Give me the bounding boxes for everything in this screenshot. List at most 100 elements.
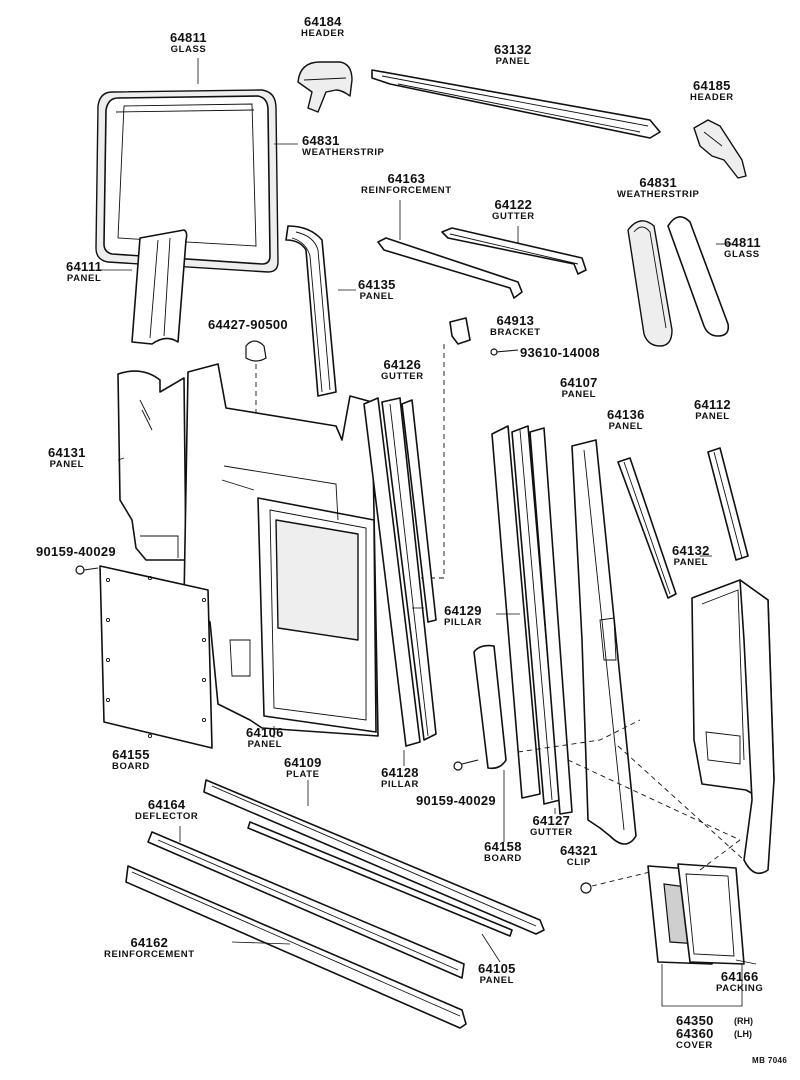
drawing-reference-code: MB 7046 — [752, 1056, 788, 1065]
label-90159-40029-left: 90159-40029 — [36, 545, 116, 558]
part-number: 64111 — [66, 259, 103, 274]
label-64158-board: 64158 BOARD — [484, 840, 522, 864]
part-name: GUTTER — [530, 827, 573, 838]
part-name: REINFORCEMENT — [104, 949, 195, 960]
label-64122-gutter: 64122 GUTTER — [492, 198, 535, 222]
part-number: 64163 — [387, 171, 426, 186]
part-name: PILLAR — [444, 617, 482, 628]
part-number: 64112 — [694, 397, 731, 412]
part-number: 93610-14008 — [520, 345, 600, 360]
label-64321-clip: 64321 CLIP — [560, 844, 598, 868]
label-64106-panel: 64106 PANEL — [246, 726, 284, 750]
part-number: 64811 — [170, 30, 207, 45]
label-64112-panel: 64112 PANEL — [694, 398, 731, 422]
label-64131-panel: 64131 PANEL — [48, 446, 86, 470]
part-name: CLIP — [566, 857, 591, 868]
part-name: HEADER — [690, 92, 734, 103]
part-number: 64105 — [478, 961, 516, 976]
part-name: PANEL — [359, 291, 395, 302]
part-number: 64122 — [494, 197, 533, 212]
part-name: PANEL — [608, 421, 644, 432]
part-number: 64913 — [496, 313, 535, 328]
label-64126-gutter: 64126 GUTTER — [381, 358, 424, 382]
label-64831-weatherstrip-right: 64831 WEATHERSTRIP — [617, 176, 700, 200]
part-name: PANEL — [495, 56, 531, 67]
part-name: REINFORCEMENT — [361, 185, 452, 196]
part-number: 64158 — [484, 839, 522, 854]
board-64158-shape — [473, 644, 507, 770]
gutter-pillar-shapes-center — [363, 397, 437, 747]
label-64105-panel: 64105 PANEL — [478, 962, 516, 986]
fastener-shapes — [75, 565, 745, 894]
label-64127-gutter: 64127 GUTTER — [530, 814, 573, 838]
label-64350-64360-cover: 64350 64360 COVER — [676, 1014, 714, 1051]
label-63132-panel: 63132 PANEL — [494, 43, 532, 67]
part-number: 64127 — [532, 813, 571, 828]
quarter-glass-assembly — [627, 216, 730, 347]
part-name: PANEL — [673, 557, 709, 568]
header-64184-shape — [297, 61, 353, 113]
label-64811-glass-left: 64811 GLASS — [170, 31, 207, 55]
part-number: 64427-90500 — [208, 317, 288, 332]
part-number: 64107 — [560, 375, 598, 390]
part-number: 64184 — [304, 14, 342, 29]
label-64129-pillar: 64129 PILLAR — [444, 604, 482, 628]
part-number: 64185 — [693, 78, 731, 93]
side-lh: (LH) — [734, 1029, 752, 1039]
part-number: 64831 — [302, 133, 340, 148]
part-number-lh: 64360 — [676, 1026, 714, 1041]
part-name: GUTTER — [381, 371, 424, 382]
panel-64107-64136-shapes — [571, 439, 677, 845]
part-name: BOARD — [112, 761, 150, 772]
part-name: GLASS — [724, 249, 760, 260]
part-number: 64126 — [383, 357, 422, 372]
label-64164-deflector: 64164 DEFLECTOR — [135, 798, 198, 822]
part-name: HEADER — [301, 28, 345, 39]
part-number: 64166 — [720, 969, 759, 984]
part-name: PLATE — [286, 769, 320, 780]
part-number: 64132 — [672, 543, 710, 558]
label-64163-reinforcement: 64163 REINFORCEMENT — [361, 172, 452, 196]
header-64185-shape — [693, 119, 747, 179]
part-name: COVER — [676, 1040, 713, 1051]
panel-64131-shape — [117, 370, 187, 561]
part-number: 64109 — [284, 755, 322, 770]
part-number: 64155 — [112, 747, 150, 762]
label-64184-header: 64184 HEADER — [301, 15, 345, 39]
part-name: PANEL — [66, 273, 102, 284]
part-name: PANEL — [561, 389, 597, 400]
label-64132-panel: 64132 PANEL — [672, 544, 710, 568]
part-number: 90159-40029 — [416, 793, 496, 808]
part-name: PACKING — [716, 983, 764, 994]
label-64136-panel: 64136 PANEL — [607, 408, 645, 432]
part-number: 64135 — [358, 277, 396, 292]
label-64135-panel: 64135 PANEL — [358, 278, 396, 302]
reinforcement-gutter-shapes — [377, 227, 587, 299]
part-name: WEATHERSTRIP — [617, 189, 700, 200]
part-name: BRACKET — [490, 327, 541, 338]
part-number: 64164 — [147, 797, 186, 812]
label-64427-90500: 64427-90500 — [208, 318, 288, 331]
deflector-plate-shapes — [147, 779, 545, 979]
part-name: GLASS — [170, 44, 207, 55]
panel-63132-shape — [371, 69, 661, 139]
part-number: 64321 — [560, 843, 598, 858]
part-name: BOARD — [484, 853, 522, 864]
part-number: 64129 — [444, 603, 482, 618]
label-64185-header: 64185 HEADER — [690, 79, 734, 103]
part-name: PANEL — [49, 459, 85, 470]
leader-lines — [98, 58, 757, 1007]
label-64155-board: 64155 BOARD — [112, 748, 150, 772]
part-number-rh: 64350 — [676, 1013, 714, 1028]
label-64107-panel: 64107 PANEL — [560, 376, 598, 400]
part-number: 64136 — [607, 407, 645, 422]
label-64913-bracket: 64913 BRACKET — [490, 314, 541, 338]
side-rh: (RH) — [734, 1016, 753, 1026]
label-93610-14008: 93610-14008 — [520, 346, 600, 359]
part-number: 64128 — [381, 765, 419, 780]
part-name: WEATHERSTRIP — [302, 147, 385, 158]
panel-64132-shape — [691, 579, 775, 875]
label-90159-40029-center: 90159-40029 — [416, 794, 496, 807]
label-64162-reinforcement: 64162 REINFORCEMENT — [104, 936, 195, 960]
panel-64111-shape — [131, 229, 188, 345]
